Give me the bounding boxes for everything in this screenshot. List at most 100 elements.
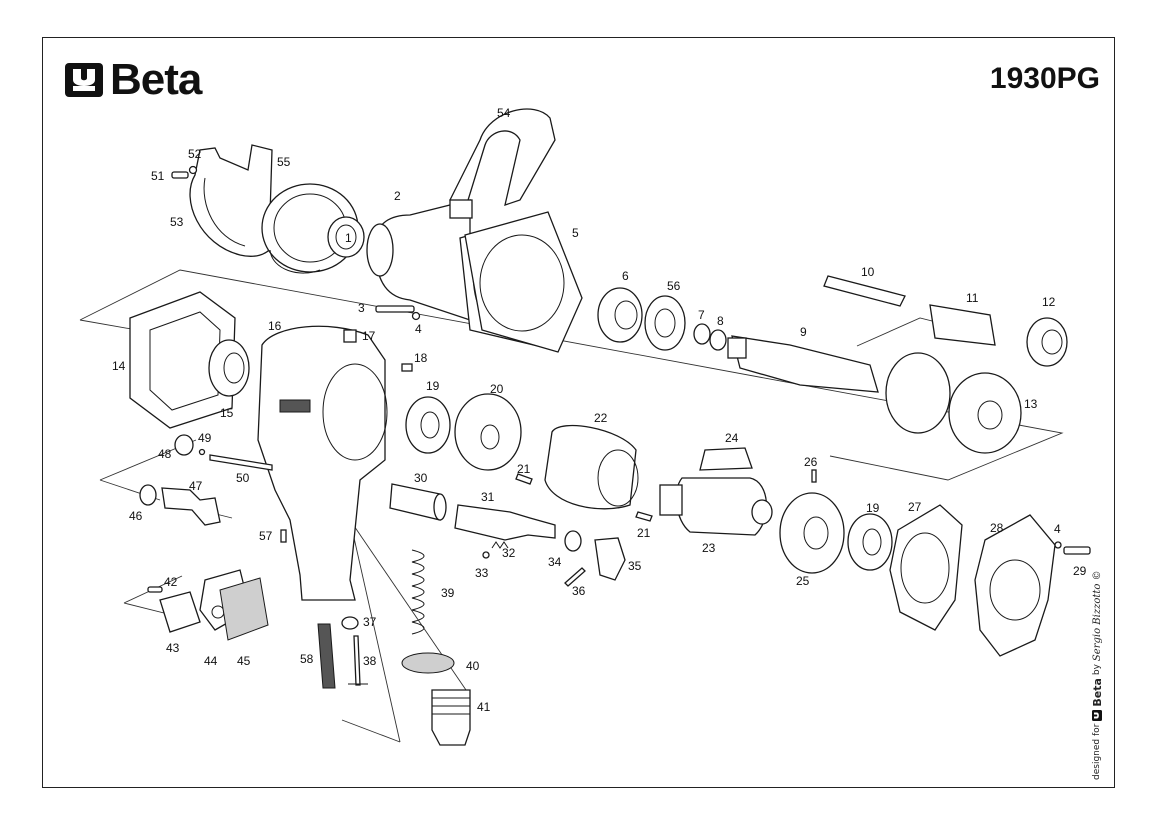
part-rear-cover-14 [129, 291, 236, 429]
part-filter-58 [317, 623, 336, 689]
part-pin-21a [515, 473, 533, 485]
part-hammer-cage-13 [885, 352, 1022, 454]
label-58: 58 [300, 652, 314, 666]
label-41: 41 [477, 700, 491, 714]
label-50: 50 [236, 471, 250, 485]
label-18: 18 [414, 351, 428, 365]
part-end-plate-20 [454, 393, 522, 471]
part-pin-57 [280, 529, 287, 543]
label-7: 7 [698, 308, 705, 322]
label-45: 45 [237, 654, 251, 668]
label-48: 48 [158, 447, 172, 461]
label-4: 4 [415, 322, 422, 336]
label-6: 6 [622, 269, 629, 283]
part-number-labels: 1 2 3 4 5 6 7 8 9 10 11 12 13 14 15 16 1… [112, 106, 1087, 714]
part-handle-54 [449, 108, 556, 219]
label-19b: 19 [866, 501, 880, 515]
part-screw-42 [147, 586, 163, 593]
label-13: 13 [1024, 397, 1038, 411]
label-40: 40 [466, 659, 480, 673]
part-socket-adapter-11 [929, 304, 996, 346]
part-screw-3 [375, 305, 421, 321]
label-43: 43 [166, 641, 180, 655]
part-ball-49 [198, 448, 206, 456]
part-pin-21b [635, 511, 653, 522]
label-2: 2 [394, 189, 401, 203]
part-pin-36 [564, 567, 586, 587]
model-number: 1930PG [989, 62, 1100, 95]
part-rotor-23 [659, 477, 773, 536]
label-33: 33 [475, 566, 489, 580]
part-plug-17 [343, 329, 357, 343]
label-38: 38 [363, 654, 377, 668]
label-32: 32 [502, 546, 516, 560]
label-55: 55 [277, 155, 291, 169]
label-47: 47 [189, 479, 203, 493]
part-block-43 [159, 591, 201, 633]
label-27: 27 [908, 500, 922, 514]
label-16: 16 [268, 319, 282, 333]
label-52: 52 [188, 147, 202, 161]
part-bearing-19b [847, 513, 893, 571]
part-pin-26 [811, 469, 817, 483]
part-screen-40 [401, 652, 455, 674]
label-21b: 21 [637, 526, 651, 540]
part-valve-stem-38 [348, 635, 368, 686]
part-pin-10 [823, 275, 906, 307]
part-sleeve-30 [389, 483, 447, 521]
label-39: 39 [441, 586, 455, 600]
label-37: 37 [363, 615, 377, 629]
label-34: 34 [548, 555, 562, 569]
label-19a: 19 [426, 379, 440, 393]
part-spring-39 [411, 549, 425, 635]
label-57: 57 [259, 529, 273, 543]
designer-credit: designed for Beta by Sergio Bizzotto © [1090, 550, 1104, 780]
label-8: 8 [717, 314, 724, 328]
part-cylinder-22 [544, 425, 639, 510]
label-29: 29 [1073, 564, 1087, 578]
part-bushing-6 [597, 287, 643, 343]
part-clamp-53 [189, 144, 277, 257]
label-30: 30 [414, 471, 428, 485]
label-15: 15 [220, 406, 234, 420]
part-filter-45 [219, 577, 269, 641]
label-17: 17 [362, 329, 376, 343]
part-gasket-27 [889, 504, 963, 631]
part-oring-34 [564, 530, 582, 552]
label-24: 24 [725, 431, 739, 445]
beta-logo-small-icon [1092, 709, 1102, 721]
beta-logo-icon [65, 63, 103, 97]
label-53: 53 [170, 215, 184, 229]
part-ring-12 [1026, 317, 1068, 367]
label-28: 28 [990, 521, 1004, 535]
label-36: 36 [572, 584, 586, 598]
label-5: 5 [572, 226, 579, 240]
part-anvil-9 [727, 335, 879, 393]
label-22: 22 [594, 411, 608, 425]
part-blade-24 [699, 447, 753, 471]
part-oring-46 [139, 484, 157, 506]
part-oring-48 [174, 434, 194, 456]
part-seal-1 [327, 216, 365, 258]
part-oring-8 [709, 329, 727, 351]
label-26: 26 [804, 455, 818, 469]
part-end-plate-25 [779, 492, 845, 574]
brand-name: Beta [110, 55, 202, 104]
part-regulator-47 [161, 487, 221, 526]
part-inlet-41 [431, 689, 471, 746]
label-20: 20 [490, 382, 504, 396]
label-35: 35 [628, 559, 642, 573]
label-46: 46 [129, 509, 143, 523]
part-pin-18 [401, 363, 413, 372]
brand-logo: Beta [64, 55, 202, 104]
label-21a: 21 [517, 462, 531, 476]
part-trigger-35 [594, 537, 626, 581]
label-51: 51 [151, 169, 165, 183]
label-11: 11 [966, 291, 979, 305]
label-54: 54 [497, 106, 511, 120]
part-ball-33 [482, 551, 490, 559]
label-14: 14 [112, 359, 126, 373]
part-front-cover-28 [974, 514, 1056, 657]
label-42: 42 [164, 575, 178, 589]
